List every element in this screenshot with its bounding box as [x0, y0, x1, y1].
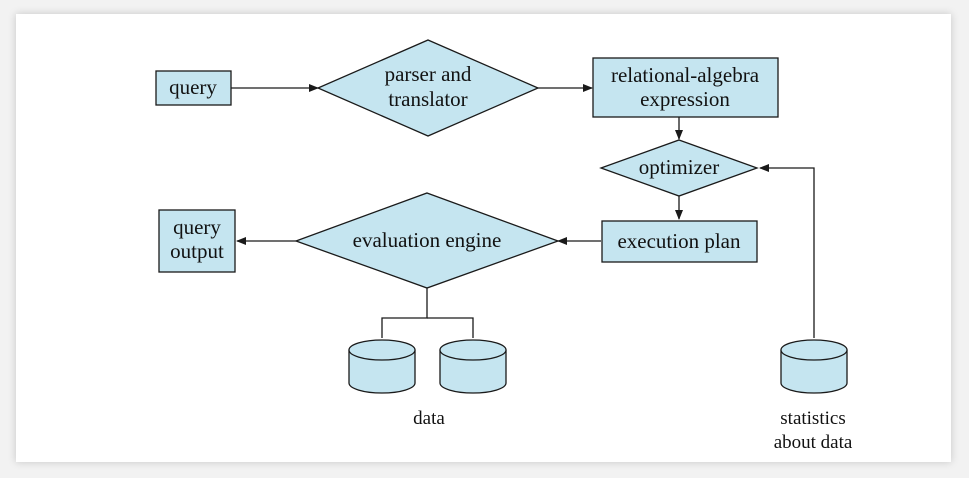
relational-algebra-node: relational-algebra expression — [592, 57, 779, 118]
execution-plan-node: execution plan — [601, 220, 758, 263]
optimizer-label: optimizer — [639, 155, 719, 179]
arrow-stats-to-optimizer — [759, 164, 815, 338]
connector-engine-to-data — [381, 288, 428, 338]
data-cylinder-1 — [348, 339, 416, 394]
evaluation-engine-node: evaluation engine — [294, 192, 560, 289]
relalg-label-line2: expression — [640, 87, 730, 111]
evaluation-engine-label: evaluation engine — [353, 228, 502, 252]
data-cylinder-2 — [439, 339, 507, 394]
parser-translator-node: parser and translator — [316, 39, 540, 137]
statistics-caption-line2: about data — [774, 432, 853, 453]
output-label-line1: query — [173, 215, 221, 239]
query-label: query — [169, 75, 217, 99]
query-output-node: query output — [158, 209, 236, 273]
parser-label-line2: translator — [388, 87, 467, 111]
execution-plan-label: execution plan — [617, 229, 741, 253]
parser-label-line1: parser and — [385, 62, 472, 86]
query-node: query — [155, 70, 232, 106]
statistics-caption-line1: statistics — [780, 408, 845, 429]
relalg-label-line1: relational-algebra — [611, 63, 760, 87]
data-caption: data — [413, 408, 445, 429]
optimizer-node: optimizer — [599, 139, 759, 197]
connector-engine-to-data-2 — [427, 317, 474, 338]
statistics-cylinder — [780, 339, 848, 394]
output-label-line2: output — [170, 239, 224, 263]
